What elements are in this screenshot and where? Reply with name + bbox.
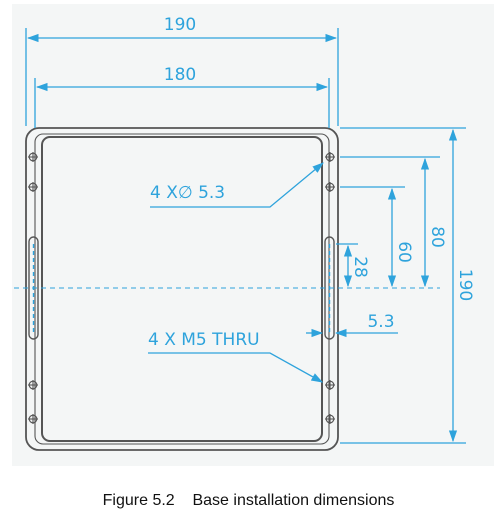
leader-threaded-hole [148,352,324,383]
mounting-holes [28,152,335,424]
base-plate [25,127,339,451]
figure-number: Figure 5.2 [102,492,175,509]
hole-right-1 [325,152,335,162]
label-60: 60 [394,241,414,263]
label-threaded-hole: 4 X M5 THRU [148,330,260,350]
dimension-labels: 190 180 190 80 60 28 5.3 4 X∅ 5.3 4 X M5… [148,15,475,350]
hole-right-3 [325,380,335,390]
base-plate-outer [25,127,339,451]
base-plate-inner [41,136,323,442]
label-190-width: 190 [164,15,196,35]
figure-caption: Figure 5.2 Base installation dimensions [0,492,497,510]
figure-title: Base installation dimensions [192,492,395,509]
hole-right-2 [325,182,335,192]
hole-left-4 [28,414,38,424]
label-80: 80 [427,226,447,248]
dimension-lines [25,28,466,444]
label-5-3: 5.3 [367,312,394,332]
leader-through-hole [150,162,324,208]
label-28: 28 [350,256,370,278]
label-190-height: 190 [455,269,475,301]
left-slot [28,236,39,340]
label-through-hole: 4 X∅ 5.3 [150,183,225,203]
hole-left-1 [28,152,38,162]
hole-left-2 [28,182,38,192]
hole-left-3 [28,380,38,390]
drawing-background [12,4,494,466]
hole-right-4 [325,414,335,424]
label-180-width: 180 [164,65,196,85]
